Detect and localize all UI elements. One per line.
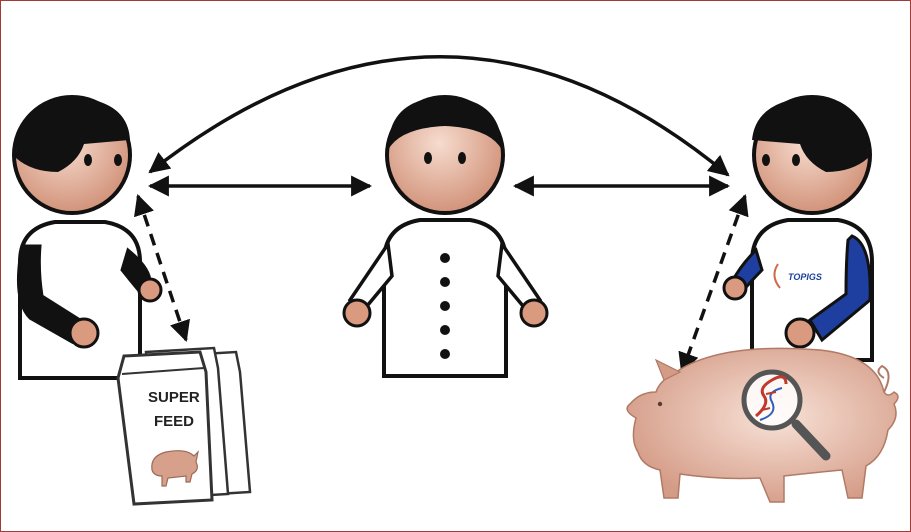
coat-button xyxy=(440,325,450,335)
person-center-eye xyxy=(458,152,466,164)
person-center xyxy=(344,97,547,376)
person-left-hand xyxy=(139,279,161,301)
coat-button xyxy=(440,277,450,287)
pig-eye xyxy=(658,402,662,406)
person-right: TOPIGS xyxy=(724,97,872,360)
person-left-eye xyxy=(84,154,92,166)
person-center-hand xyxy=(344,300,370,326)
coat-button xyxy=(440,253,450,263)
person-right-hand xyxy=(786,319,814,347)
topigs-logo-text: TOPIGS xyxy=(788,272,822,282)
person-center-eye xyxy=(424,152,432,164)
person-center-hand xyxy=(521,300,547,326)
person-right-hand xyxy=(724,277,746,299)
person-left xyxy=(14,97,161,378)
coat-button xyxy=(440,301,450,311)
person-left-hand xyxy=(70,319,98,347)
coat-button xyxy=(440,349,450,359)
person-right-eye xyxy=(762,154,770,166)
feed-bag-label-line2: FEED xyxy=(154,413,194,430)
feed-bag-icon: SUPER FEED xyxy=(118,348,250,504)
person-left-eye xyxy=(114,154,122,166)
feed-bag-label-line1: SUPER xyxy=(148,389,200,406)
person-right-eye xyxy=(792,154,800,166)
